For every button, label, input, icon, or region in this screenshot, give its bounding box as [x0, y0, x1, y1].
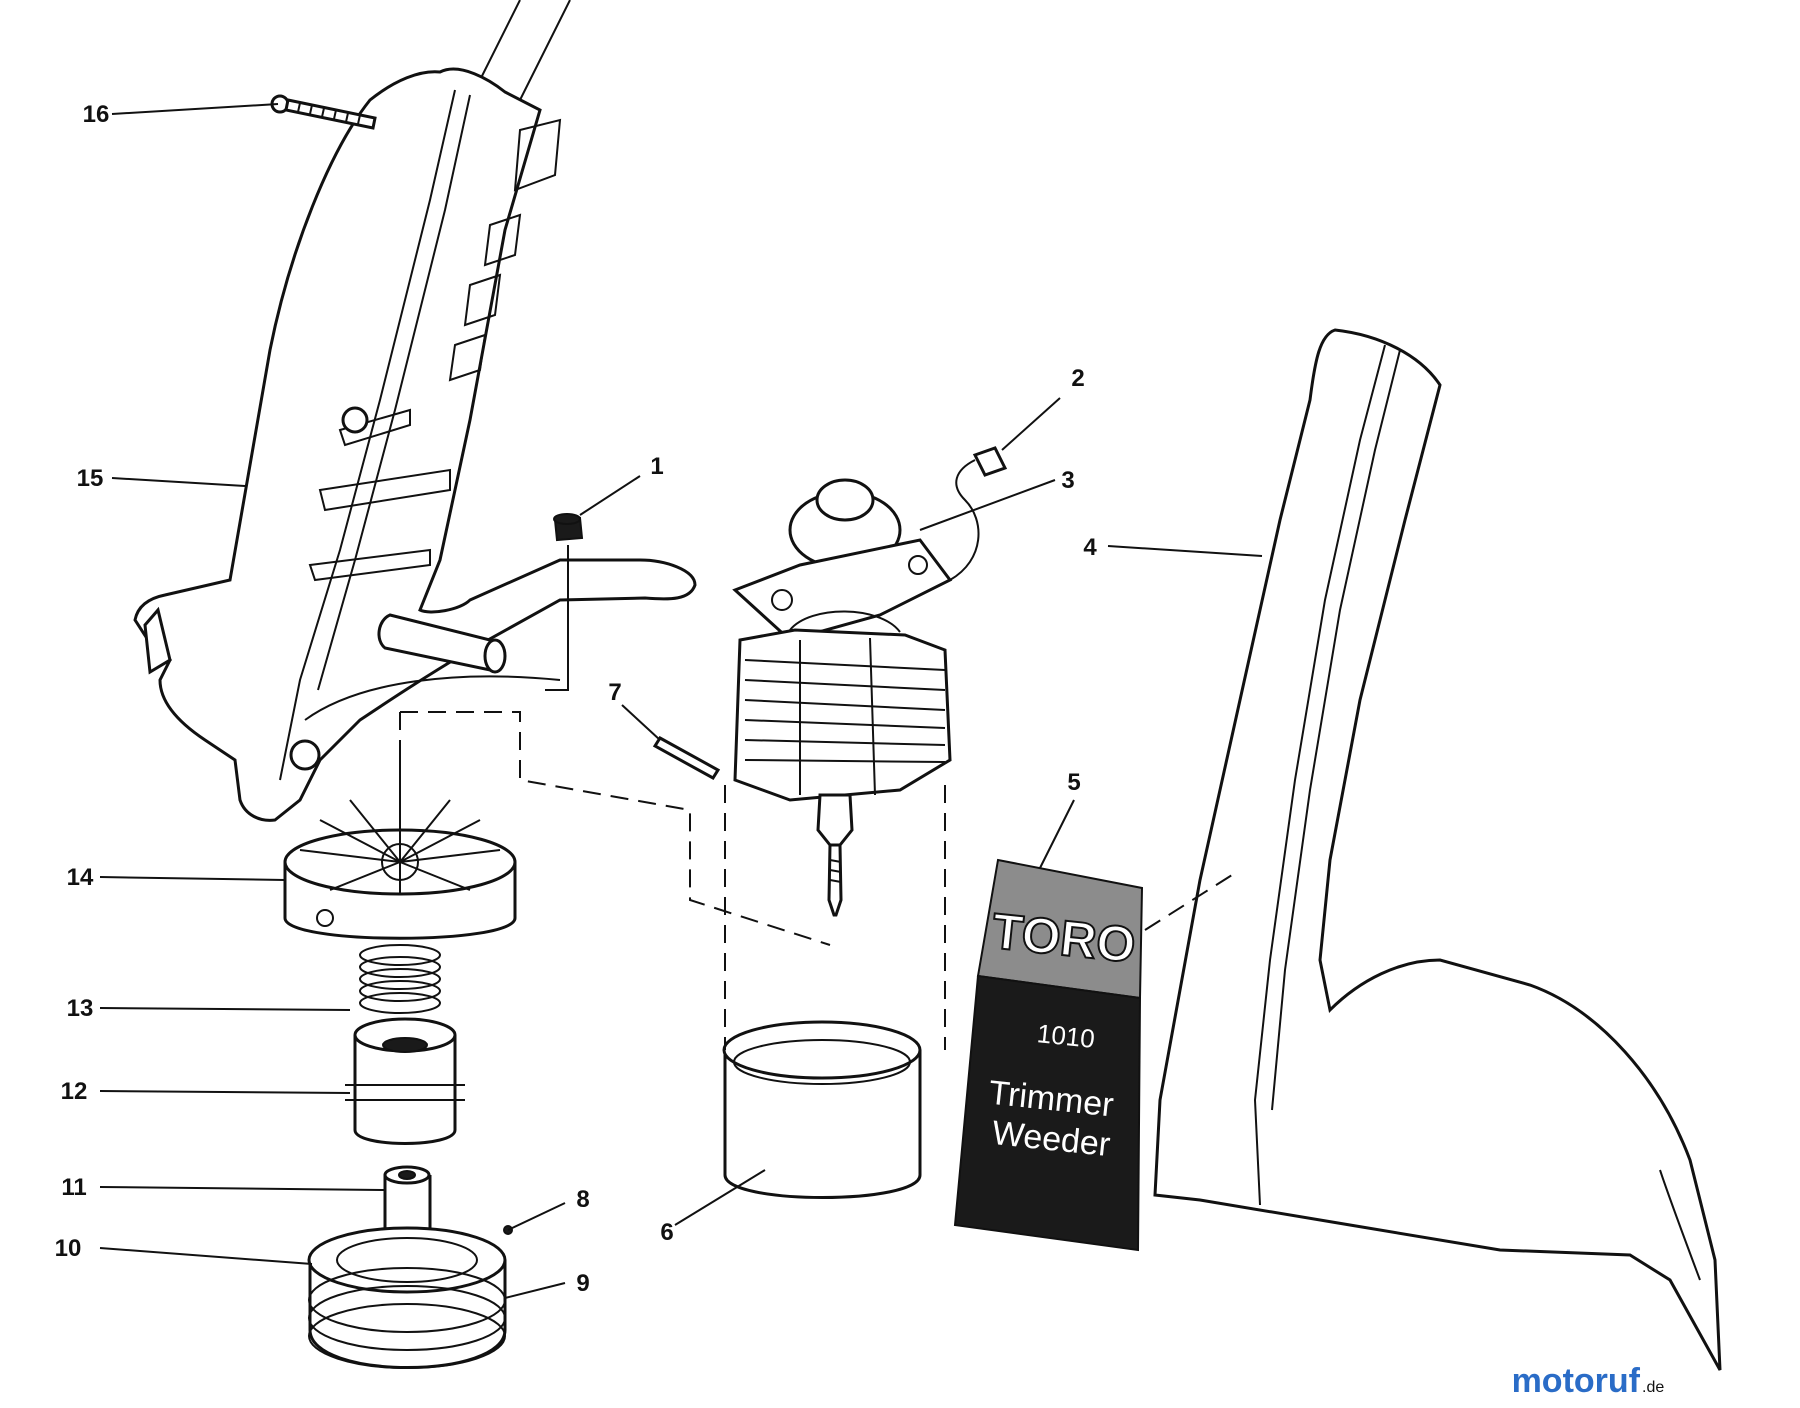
housing-left-half [133, 0, 697, 822]
callout-10: 10 [55, 1235, 82, 1262]
spring [359, 944, 441, 1014]
spool-housing [345, 1017, 465, 1145]
plug [545, 513, 584, 691]
watermark: motoruf .de [1512, 1362, 1665, 1400]
callout-6: 6 [660, 1219, 673, 1246]
housing-right-half [1153, 328, 1722, 1371]
callout-7: 7 [608, 679, 621, 706]
svg-text:motoruf: motoruf [1512, 1362, 1641, 1400]
callout-1: 1 [650, 453, 663, 480]
bearing-ring [722, 1020, 922, 1199]
wire-connector [972, 446, 1008, 477]
callout-8: 8 [576, 1186, 589, 1213]
callout-9: 9 [576, 1270, 589, 1297]
callout-2: 2 [1071, 365, 1084, 392]
pin [652, 736, 721, 780]
callout-11: 11 [61, 1174, 86, 1201]
callout-3: 3 [1061, 467, 1074, 494]
callout-5: 5 [1067, 769, 1080, 796]
callout-14: 14 [67, 864, 94, 891]
decal-model-panel [953, 974, 1142, 1252]
watermark-suffix: .de [1642, 1379, 1664, 1396]
callout-15: 15 [77, 465, 104, 492]
callout-13: 13 [67, 995, 94, 1022]
callout-numbers: 1 2 3 4 5 6 7 8 9 10 11 12 13 14 15 16 [55, 101, 1098, 1297]
spool-base [307, 1225, 513, 1369]
callout-leaders [99, 103, 1263, 1299]
decal: TORO 1010 Trimmer Weeder [953, 858, 1144, 1252]
motor [732, 459, 980, 917]
assembly-lines [399, 711, 1233, 1050]
callout-12: 12 [61, 1078, 88, 1105]
callout-16: 16 [83, 101, 110, 128]
callout-4: 4 [1083, 534, 1097, 561]
decal-model: 1010 [1036, 1018, 1097, 1054]
fan [283, 745, 517, 940]
watermark-name: motoruf [1512, 1362, 1641, 1400]
